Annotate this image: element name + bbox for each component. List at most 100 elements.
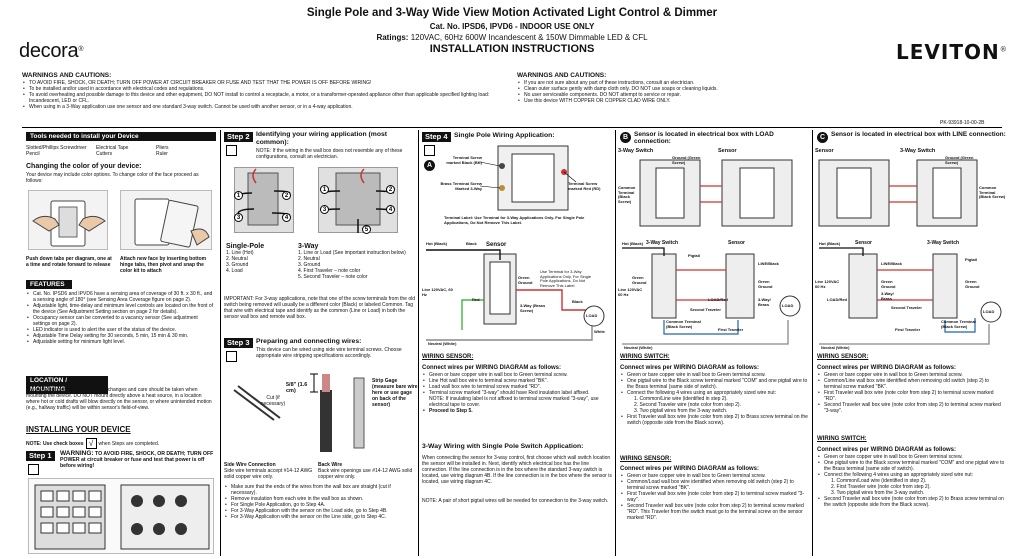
black-screw-label: Terminal Screw marked Black (BK)	[446, 155, 482, 165]
terminal-label-note: Terminal Label: Use Terminal for 3-Way A…	[444, 215, 585, 225]
wiring-switch-list-c: Green or bare copper wire in wall box to…	[817, 454, 1007, 508]
step1-label: Step 1	[26, 451, 55, 461]
brass-screw-label: Brass Terminal Screw Marked 3-Way	[440, 181, 482, 191]
device-pair-icon	[639, 159, 793, 227]
list-item: When using in a 3-Way application use on…	[22, 104, 512, 110]
green-ground-label: Green Ground	[518, 275, 533, 285]
hot-black-label: Hot (Black)	[426, 241, 448, 246]
list-item: Use this device WITH COPPER OR COPPER CL…	[517, 98, 997, 104]
decora-logo: decora®	[19, 40, 84, 62]
warnings-right: WARNINGS AND CAUTIONS: If you are not su…	[517, 72, 997, 104]
location-heading: LOCATION / MOUNTING	[26, 376, 108, 394]
callout-4: 4	[282, 213, 291, 222]
three-way-list: 3-Way 1. Line or Load (See important ins…	[298, 243, 416, 280]
load-red-label: LOAD/Red	[827, 297, 847, 302]
wiring-switch-sub-c: Connect wires per WIRING DIAGRAM as foll…	[817, 447, 957, 453]
important-note: IMPORTANT: For 3-way applications, note …	[224, 296, 416, 320]
sensor-label-2: Sensor	[728, 240, 745, 246]
wiring-sensor-sub-c: Connect wires per WIRING DIAGRAM as foll…	[817, 365, 957, 371]
device-terminal-diagram: Terminal Screw marked Black (BK) Brass T…	[440, 142, 612, 214]
list-item: 5. Second Traveler – note color	[298, 274, 368, 280]
list-item: 3. Ground	[298, 262, 321, 268]
list-item: TO AVOID FIRE, SHOCK, OR DEATH; TURN OFF…	[22, 80, 512, 86]
three-way-note: NOTE: A pair of short pigtail wires will…	[422, 498, 609, 504]
step3-checkbox[interactable]	[226, 351, 237, 362]
list-item: To be installed and/or used in accordanc…	[22, 86, 512, 92]
step4-checkbox[interactable]	[424, 145, 435, 156]
column-divider	[615, 130, 616, 556]
load-red-label: LOAD/Red	[708, 297, 728, 302]
wire-strip-illustration: Cut (if necessary) 5/8" (1.6 cm) Strip G…	[224, 370, 418, 460]
hot-label: Hot (Black)	[622, 241, 644, 246]
line-wiring-diagram: Hot (Black) Sensor 3-Way Switch LINE/Bla…	[815, 240, 1007, 350]
first-traveler-label: First Traveler	[895, 327, 921, 332]
red-screw-label: Terminal Screw marked Red (RD)	[568, 181, 601, 191]
load-box-title: Sensor is located in electrical box with…	[634, 131, 774, 145]
color-change-text: Your device may include color options. T…	[26, 172, 199, 184]
step2-label: Step 2	[224, 132, 253, 142]
doc-number: PK-93918-10-00-2B	[940, 120, 985, 126]
three-way-switch-label: 3-Way Switch	[900, 148, 936, 154]
wiring-switch-title: WIRING SWITCH:	[620, 354, 670, 360]
color-change-heading: Changing the color of your device:	[26, 163, 142, 170]
wiring-sensor-list-c: Green or bare copper wire in wall box to…	[817, 372, 1007, 414]
cut-label: Cut (if necessary)	[260, 395, 286, 407]
callout-1: 1	[320, 185, 329, 194]
wiring-sensor-list: Green or bare copper wire in wall box to…	[422, 372, 614, 414]
step3-label: Step 3	[224, 338, 253, 348]
brass-label: 3-Way (Brass Screw)	[520, 303, 546, 313]
load-label: LOAD	[586, 313, 598, 318]
switch-label: 3-Way Switch	[646, 240, 679, 246]
switch-label: 3-Way Switch	[927, 240, 960, 246]
list-item: Adjustable setting for minimum light lev…	[26, 339, 216, 345]
sensor-label: Sensor	[486, 242, 507, 248]
step3-title: Preparing and connecting wires:	[256, 338, 362, 345]
list-item: No user serviceable components. DO NOT a…	[517, 92, 997, 98]
line-black-label: LINE/Black	[758, 261, 779, 266]
second-traveler-label: Second Traveler	[891, 305, 922, 310]
ratings: Ratings: 120VAC, 60Hz 600W Incandescent …	[376, 33, 648, 42]
sensor-label: Sensor	[718, 148, 737, 154]
load-label: LOAD	[782, 303, 794, 308]
callout-4: 4	[386, 205, 395, 214]
black-label-2: Black	[572, 299, 583, 304]
line-black-label: LINE/Black	[881, 261, 902, 266]
green-ground-label-2: Green Ground	[758, 279, 773, 289]
step1-text: WARNING: TO AVOID FIRE, SHOCK, OR DEATH;…	[60, 450, 214, 469]
second-traveler-label: Second Traveler	[690, 307, 721, 312]
location-text: The device responds to temperature chang…	[26, 387, 212, 411]
strip-gage-label: Strip Gage (measure bare wire here or us…	[372, 378, 418, 408]
list-item: Clean outer surface gently with damp clo…	[517, 86, 997, 92]
list-item: 4. Load	[226, 268, 243, 274]
line-box-title: Sensor is located in electrical box with…	[831, 131, 1006, 138]
device-pair-illustration: Ground (Green Screw) Common Terminal (Bl…	[815, 155, 1007, 232]
callout-3: 3	[320, 205, 329, 214]
list-item: 3. Ground	[226, 262, 249, 268]
wiring-sensor-title: WIRING SENSOR:	[422, 354, 474, 360]
list-item: For 3-Way Application with the sensor on…	[224, 508, 416, 514]
black-label: Black	[466, 241, 477, 246]
installation-instructions-heading: INSTALLATION INSTRUCTIONS	[429, 43, 595, 55]
three-way-title: 3-Way Wiring with Single Pole Switch App…	[422, 443, 584, 450]
neutral-label: Neutral (White)	[624, 345, 653, 350]
warnings-left: WARNINGS AND CAUTIONS: TO AVOID FIRE, SH…	[22, 72, 512, 110]
installing-heading: INSTALLING YOUR DEVICE	[26, 425, 131, 434]
ground-label: Ground (Green Screw)	[945, 155, 974, 165]
wire-strip-icon	[233, 373, 365, 452]
wiring-sensor-title-b: WIRING SENSOR:	[620, 456, 672, 462]
divider	[22, 127, 1002, 128]
step3-text: This device can be wired using side wire…	[256, 347, 402, 359]
load-label: LOAD	[983, 309, 995, 314]
line-label: Line 120VAC 60 Hz	[815, 279, 840, 289]
step1-checkbox[interactable]	[28, 464, 39, 475]
brass-label: 3-Way/ Brass	[881, 291, 894, 301]
list-item: To avoid overheating and possible damage…	[22, 92, 512, 104]
list-item: For 3-Way Application with the sensor on…	[224, 514, 416, 520]
step2-checkbox[interactable]	[226, 145, 237, 156]
wiring-sensor-sub: Connect wires per WIRING DIAGRAM as foll…	[422, 365, 562, 371]
single-pole-title: Single Pole Wiring Application:	[454, 132, 555, 139]
gauge-dimension: 5/8" (1.6 cm)	[286, 382, 308, 394]
green-ground-label: Green Ground	[632, 275, 647, 285]
